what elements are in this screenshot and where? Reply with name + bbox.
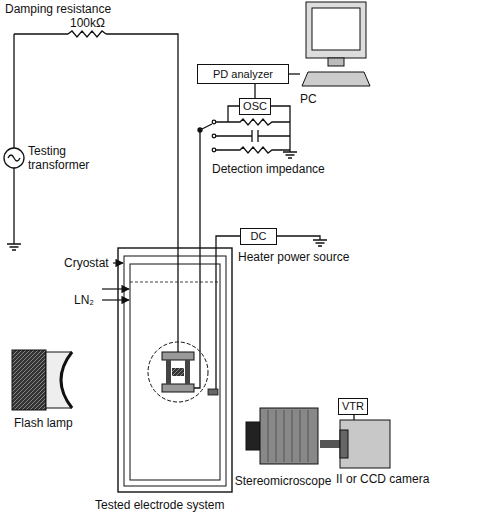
microscope-body: [260, 408, 318, 464]
resistor-symbol: [216, 119, 290, 125]
monitor-stand: [328, 58, 344, 66]
switch-blade: [200, 124, 212, 130]
text-label: Detection impedance: [212, 162, 325, 176]
node-text: II or CCD camera: [336, 472, 429, 486]
transformer-symbol: [8, 155, 20, 161]
spacer: [166, 360, 171, 384]
leader-arrow: [102, 299, 129, 300]
upper-electrode: [162, 352, 194, 360]
cryostat-vessel: [118, 248, 232, 492]
pc-drawing: [300, 2, 372, 88]
lamp-reflector: [61, 352, 72, 408]
camera-body: [340, 420, 390, 468]
wire: [14, 33, 68, 34]
liquid-level: [130, 282, 220, 283]
cryostat-wall: [130, 264, 220, 480]
cryostat-wall: [118, 248, 232, 492]
detail-circle: [148, 342, 208, 402]
text-label: 100kΩ: [70, 16, 105, 30]
node-text: PC: [300, 92, 317, 106]
switch-terminal: [212, 148, 216, 152]
spacer: [185, 360, 190, 384]
flash-lamp: [12, 350, 72, 410]
ground-symbol: [7, 244, 21, 250]
node-text: DC: [251, 230, 267, 243]
node-text: VTR: [342, 400, 364, 413]
body-ridge: [284, 410, 285, 462]
node-text: Stereomicroscope: [235, 474, 332, 488]
computer-icon: PC: [300, 2, 372, 88]
lamp-reflector: [46, 352, 72, 408]
body-ridge: [292, 410, 293, 462]
text-label: Tested electrode system: [95, 498, 224, 512]
resistor-symbol: [68, 31, 106, 37]
camera-drawing: [340, 420, 390, 468]
sample: [172, 368, 184, 376]
body-ridge: [308, 410, 309, 462]
wire: [13, 34, 14, 148]
wire: [269, 106, 290, 152]
instrument-box: OSC: [239, 98, 271, 115]
body-ridge: [268, 410, 269, 462]
camera-mount: [340, 430, 348, 458]
text-label: Heater power source: [238, 250, 349, 264]
leader-arrow: [102, 288, 129, 289]
connector: [320, 440, 340, 448]
lower-electrode: [162, 384, 194, 392]
electrode-system: [148, 342, 218, 402]
screen: [312, 8, 360, 50]
ground-symbol: [313, 240, 327, 246]
microscope-icon: Stereomicroscope: [246, 402, 320, 470]
resistor-symbol: [216, 147, 290, 153]
instrument-box: VTR: [338, 398, 368, 415]
camera-icon: II or CCD camera: [340, 420, 390, 468]
instrument-box: DC: [240, 228, 277, 245]
body-ridge: [276, 410, 277, 462]
leader-arrow: [113, 262, 123, 263]
keyboard: [302, 72, 370, 86]
node-text: PD analyzer: [213, 68, 273, 81]
wire: [13, 168, 14, 244]
transformer-symbol: [4, 148, 24, 168]
cryostat-wall: [124, 256, 226, 486]
switch-terminal: [212, 134, 216, 138]
text-label: Testing transformer: [28, 144, 108, 172]
ground-symbol: [283, 152, 297, 158]
connector: [353, 415, 354, 420]
connector: [254, 84, 255, 98]
instrument-box: PD analyzer: [197, 64, 289, 84]
text-label: Cryostat: [64, 256, 109, 270]
text-label: LN₂: [74, 293, 94, 307]
eyepiece: [246, 422, 260, 450]
body-ridge: [300, 410, 301, 462]
text-label: Flash lamp: [14, 416, 73, 430]
connector: [289, 73, 300, 74]
heater: [208, 389, 218, 395]
wires: [4, 31, 327, 392]
capacitor-symbol: [216, 130, 290, 142]
node-text: OSC: [243, 100, 267, 113]
switch-terminal: [212, 120, 216, 124]
wire: [106, 34, 178, 352]
scope-drawing: [246, 402, 320, 470]
text-label: Damping resistance: [5, 2, 111, 16]
monitor: [306, 2, 366, 58]
lamp-housing: [12, 350, 46, 410]
